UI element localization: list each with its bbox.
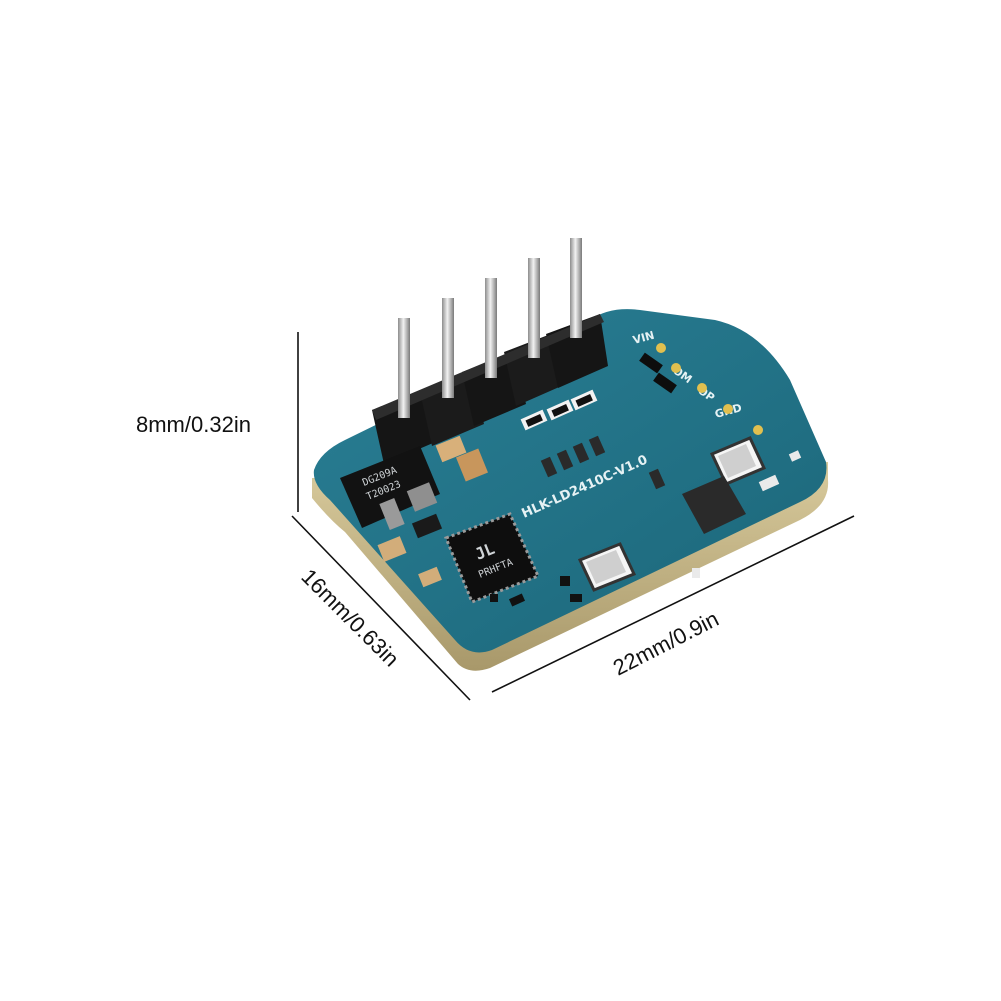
mcu-chip: JL PRHFTA: [444, 512, 541, 604]
width-label: 22mm/0.9in: [609, 606, 723, 680]
capacitors: [377, 435, 488, 588]
header-pin: [398, 318, 410, 418]
small-smd-parts: [490, 450, 802, 607]
header-pin: [442, 298, 454, 398]
smd-resistor-row: [540, 435, 666, 490]
height-label: 8mm/0.32in: [136, 412, 251, 437]
dimension-lines: [291, 332, 855, 701]
header-pins: [398, 238, 582, 418]
smd-resistor-array: [520, 389, 598, 431]
pin-header: [372, 314, 608, 464]
pad: [697, 383, 707, 393]
header-pin: [528, 258, 540, 358]
pad: [723, 404, 733, 414]
width-dimension-line: [491, 515, 855, 693]
depth-dimension-line: [291, 515, 471, 701]
crystal-oscillators: [577, 436, 767, 592]
pad: [656, 343, 666, 353]
inductor: [682, 476, 746, 534]
voltage-regulator: DG209A T20023: [340, 446, 440, 530]
pad: [671, 363, 681, 373]
header-pin: [485, 278, 497, 378]
header-pin: [570, 238, 582, 338]
pin-label-vin: VIN: [631, 329, 655, 347]
pad: [753, 425, 763, 435]
